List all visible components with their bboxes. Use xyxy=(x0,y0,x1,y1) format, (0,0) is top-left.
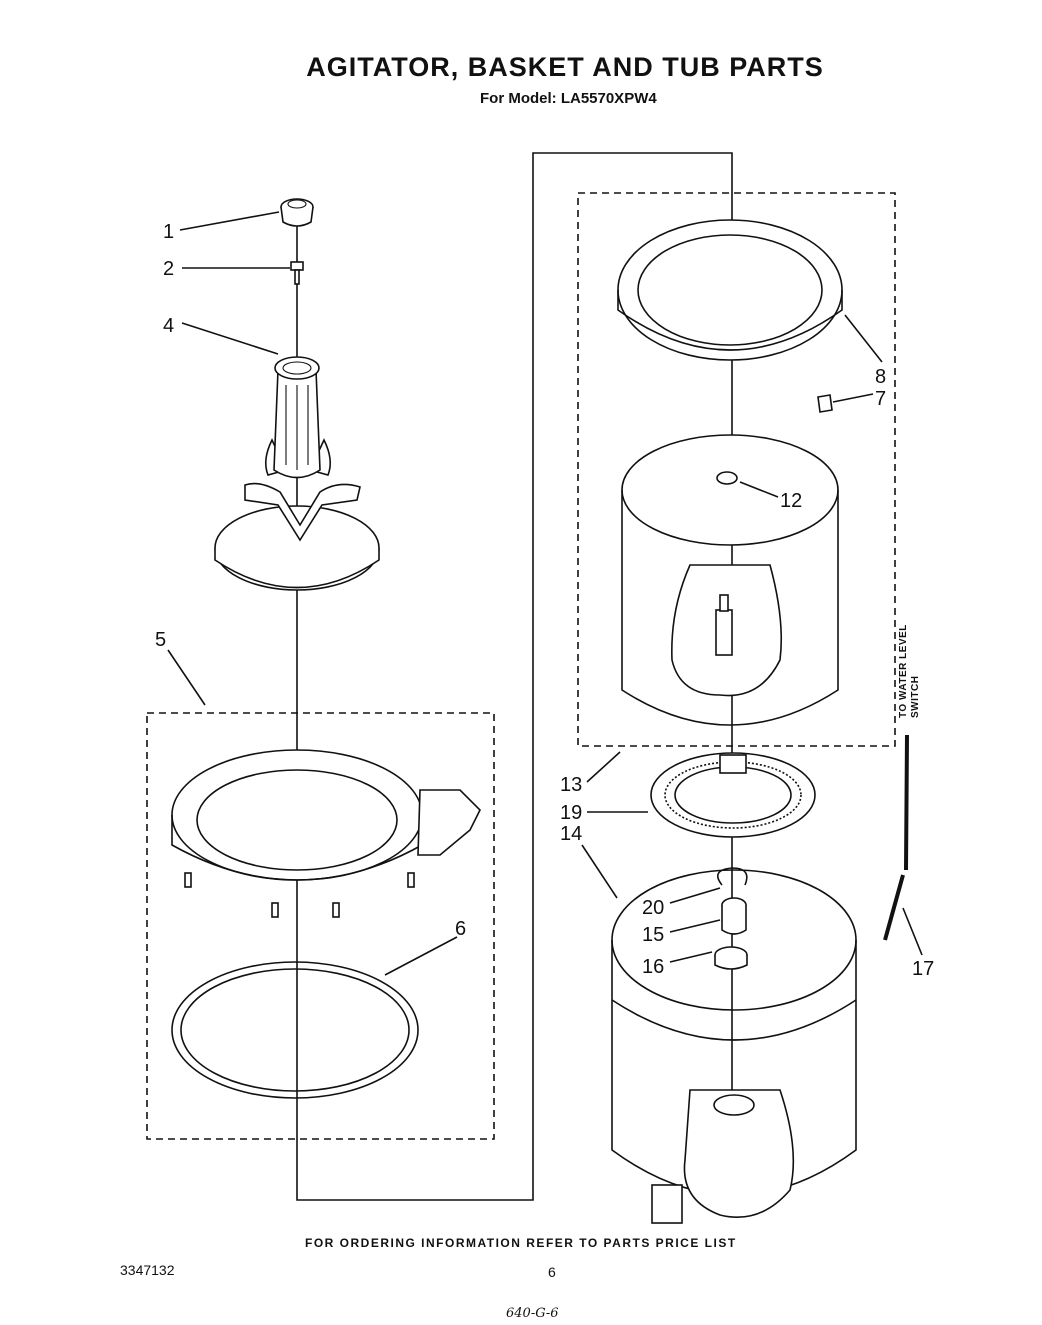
callout-12: 12 xyxy=(780,490,802,512)
hose-label-line1: TO WATER LEVEL xyxy=(898,624,909,718)
callout-7: 7 xyxy=(875,388,886,410)
callout-16: 16 xyxy=(642,956,664,978)
callout-1: 1 xyxy=(163,221,174,243)
hose-label: TO WATER LEVEL SWITCH xyxy=(898,624,921,718)
callout-13: 13 xyxy=(560,774,582,796)
part-12-nut xyxy=(716,471,738,485)
callout-2: 2 xyxy=(163,258,174,280)
callout-8: 8 xyxy=(875,366,886,388)
part-20-snap-ring xyxy=(716,867,748,886)
page-title: AGITATOR, BASKET AND TUB PARTS xyxy=(306,52,824,82)
basket-assembly-box xyxy=(577,192,896,747)
callout-17: 17 xyxy=(912,958,934,980)
callout-19: 19 xyxy=(560,802,582,824)
part-1-agitator-cap xyxy=(280,198,314,227)
callout-20: 20 xyxy=(642,897,664,919)
basket xyxy=(621,434,839,726)
model-subtitle: For Model: LA5570XPW4 xyxy=(480,90,657,107)
ordering-note: FOR ORDERING INFORMATION REFER TO PARTS … xyxy=(305,1236,737,1250)
part-2-bolt xyxy=(290,261,304,285)
part-7-clip xyxy=(817,394,833,413)
part-6-seal-ring xyxy=(171,961,419,1099)
document-number: 3347132 xyxy=(120,1262,175,1278)
part-17-hose xyxy=(883,734,909,941)
callout-6: 6 xyxy=(455,918,466,940)
page-number: 6 xyxy=(548,1264,556,1280)
leader-lines xyxy=(167,211,923,976)
handwritten-note: 640-G-6 xyxy=(506,1306,559,1321)
part-5-tub-ring-assembly xyxy=(146,712,495,1140)
hose-label-line2: SWITCH xyxy=(910,676,921,718)
part-4-agitator xyxy=(214,356,380,591)
callout-5: 5 xyxy=(155,629,166,651)
callout-15: 15 xyxy=(642,924,664,946)
part-16-drive-nut xyxy=(714,946,748,970)
callout-4: 4 xyxy=(163,315,174,337)
part-15-bushing xyxy=(721,897,747,935)
callout-14: 14 xyxy=(560,823,582,845)
part-8-balance-ring xyxy=(617,219,843,361)
part-19-gear-ring xyxy=(650,752,816,838)
part-14-tub xyxy=(611,869,857,1224)
